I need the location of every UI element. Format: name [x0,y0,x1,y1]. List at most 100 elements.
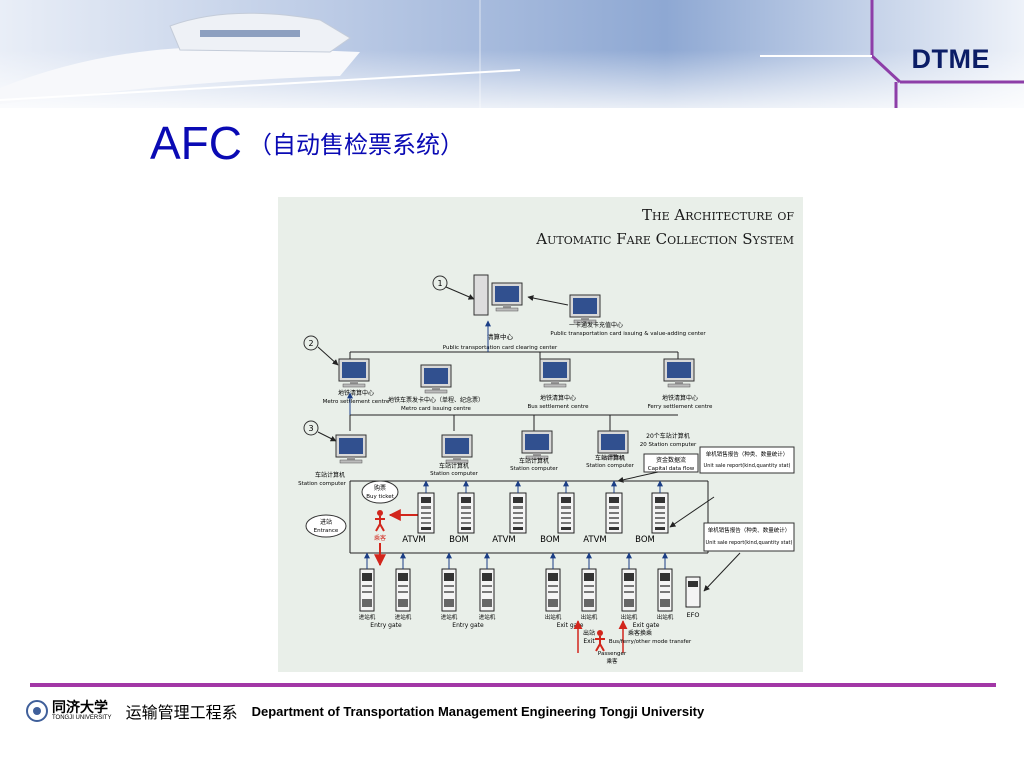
exit-gate-cn-3: 出站机 [621,613,638,621]
entry-gate-cn-1: 进站机 [359,613,376,621]
station-computer-1-en: Station computer [298,481,347,487]
entry-gate-en-1: Entry gate [370,622,402,629]
ferry-settlement-cn: 地铁清算中心 [662,394,698,402]
clearing-center-computer [473,274,523,316]
report-box-2-cn: 单机销售报告（种类、数量统计） [708,526,791,534]
level-1-badge [432,275,448,291]
entry-gate-cn-3: 进站机 [441,613,458,621]
station-computer-2 [441,434,473,464]
device-label-1: ATVM [402,535,426,545]
entry-gate-cn-2: 进站机 [395,613,412,621]
capital-flow-box [643,453,699,473]
university-name-cn: 同济大学 [52,700,108,716]
atvm-bom-row [417,492,669,534]
passenger-cn: 乘客 [374,534,386,542]
station-computer-4-cn: 车站计算机 [595,454,625,462]
exit-gate-cn-1: 出站机 [545,613,562,621]
slide-title-sub: （自动售检票系统） [248,131,464,159]
level-2-badge [303,335,319,351]
station-computer-1-cn: 车站计算机 [315,471,345,479]
department-name-cn: 运输管理工程系 [125,703,238,722]
metro-card-en: Metro card issuing centre [401,406,472,412]
buy-ticket-cn: 购票 [374,484,386,492]
ferry-settlement-computer [663,358,695,388]
entry-gates [359,568,495,612]
station-computer-2-en: Station computer [430,471,479,477]
figure-title-line1: The Architecture of [642,206,794,224]
station-computer-1 [335,434,367,464]
bus-settlement-cn: 地铁清算中心 [540,394,576,402]
station-computer-4-en: Station computer [586,463,635,469]
device-label-3: ATVM [492,535,516,545]
station-computer-2-cn: 车站计算机 [439,462,469,470]
entrance-bubble [305,514,347,538]
metro-settlement-en: Metro settlement centre [323,399,390,405]
passenger2-cn: 乘客 [606,657,618,665]
exit-gate-cn-4: 出站机 [657,613,674,621]
bus-settlement-en: Bus settlement centre [527,404,589,410]
station-20-en: 20 Station computer [640,442,697,448]
tongji-seal-icon [26,700,48,722]
level-3-badge [303,420,319,436]
university-name-en: TONGJI UNIVERSITY [52,715,112,721]
entrance-cn: 进站 [320,518,332,526]
afc-diagram: The Architecture of Automatic Fare Colle… [298,206,795,665]
level-3-label: 3 [308,424,313,433]
afc-architecture-figure: The Architecture of Automatic Fare Colle… [278,197,803,672]
metro-card-computer [420,364,452,394]
clearing-center-en: Public transportation card clearing cent… [443,345,558,351]
entry-gate-cn-4: 进站机 [479,613,496,621]
report-box-1 [699,446,795,474]
slide-footer: 同济大学 TONGJI UNIVERSITY 运输管理工程系 Departmen… [26,697,704,725]
report-box-2-en: Unit sale report(kind,quantity stat) [706,540,793,546]
entry-gate-en-2: Entry gate [452,622,484,629]
report-box-2 [703,522,795,552]
station-20-cn: 20个车站计算机 [646,432,690,440]
capital-flow-cn: 资金数据流 [656,456,686,464]
capital-flow-en: Capital data flow [648,466,695,472]
ferry-settlement-en: Ferry settlement centre [648,404,713,410]
exit-gate-en-2: Exit gate [633,622,660,629]
header-banner [0,0,1024,108]
device-label-6: BOM [635,535,655,545]
exit-gate-cn-2: 出站机 [581,613,598,621]
footer-divider [30,683,996,687]
passenger-icon [374,509,386,532]
device-label-2: BOM [449,535,469,545]
exit-gates [545,568,673,612]
card-issuing-computer [569,294,601,324]
station-computer-3-cn: 车站计算机 [519,457,549,465]
slide-title-main: AFC [150,117,242,169]
card-issuing-en: Public transportation card issuing & val… [550,331,706,337]
device-label-5: ATVM [583,535,607,545]
report-box-1-en: Unit sale report(kind,quantity stat) [704,463,791,469]
metro-settlement-cn: 地铁清算中心 [338,389,374,397]
department-name-en: Department of Transportation Management … [251,703,705,719]
station-computer-3 [521,430,553,460]
metro-card-cn: 地铁车票发卡中心（单程、纪念票） [388,396,484,404]
slide-title: AFC（自动售检票系统） [150,116,464,170]
exit-gate-en-1: Exit gate [557,622,584,629]
card-issuing-cn: 一卡通发卡充值中心 [569,321,623,329]
level-1-label: 1 [437,279,442,288]
slide-header: DTME [0,0,1024,108]
efo-label: EFO [687,611,700,619]
report-box-1-cn: 单机销售报告（种类、数量统计） [706,450,789,458]
brand-logo-text: DTME [911,44,990,74]
passenger-exit-icon [594,629,606,652]
buy-ticket-en: Buy ticket [366,494,394,500]
transfer-cn: 乘客换乘 [628,629,652,637]
figure-title-line2: Automatic Fare Collection System [535,230,794,248]
metro-settlement-computer [338,358,370,388]
level-2-label: 2 [308,339,313,348]
bus-settlement-computer [539,358,571,388]
entrance-en: Entrance [314,528,339,534]
device-label-4: BOM [540,535,560,545]
exit-cn: 出站 [583,629,595,637]
clearing-center-cn: 清算中心 [487,332,514,341]
transfer-en: Bus/ferry/other mode transfer [609,639,692,645]
university-logo: 同济大学 TONGJI UNIVERSITY [48,701,112,721]
passenger2-en: Passenger [598,651,627,657]
exit-en: Exit [583,638,595,645]
buy-ticket-bubble [361,480,399,504]
